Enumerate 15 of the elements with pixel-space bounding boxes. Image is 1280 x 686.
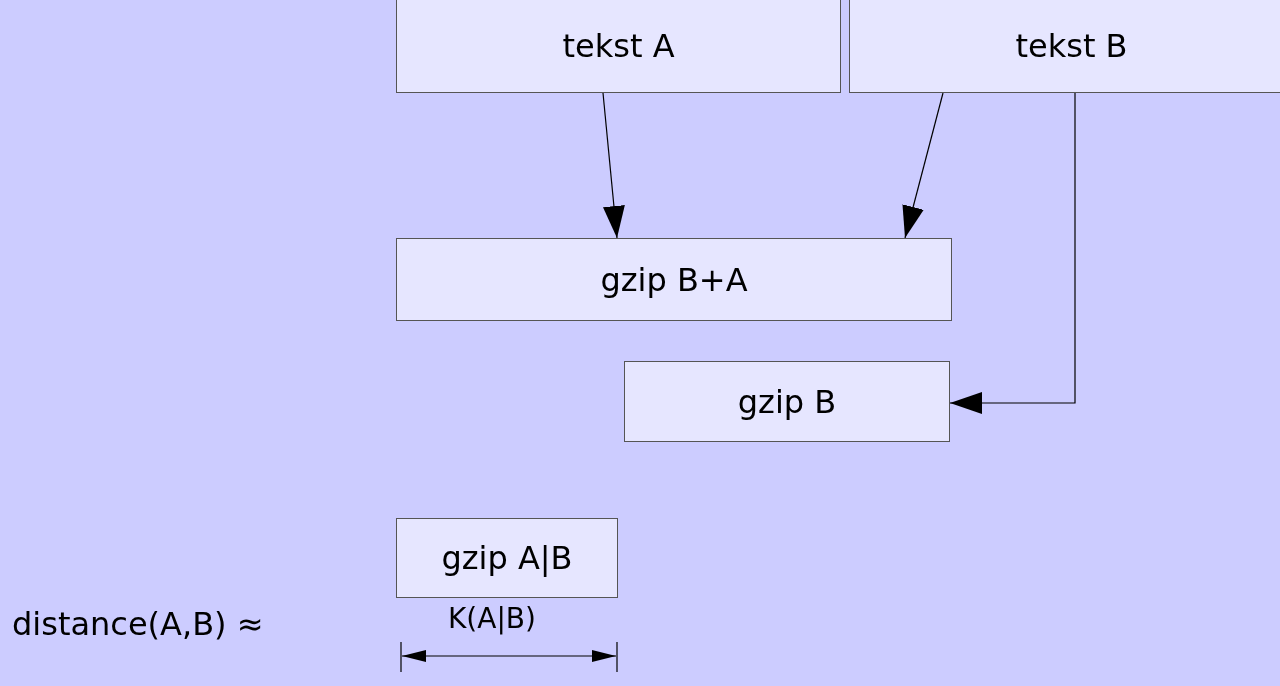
box-label: gzip A|B	[441, 539, 573, 577]
process-box	[396, 0, 841, 93]
arrow	[602, 92, 625, 239]
box-label: tekst A	[562, 27, 675, 65]
box-label: tekst B	[1015, 27, 1128, 65]
box-label: gzip B	[737, 382, 837, 421]
dimension-label: K(A|B)	[448, 602, 536, 635]
process-box	[396, 518, 618, 598]
arrow	[949, 92, 1076, 414]
process-box	[849, 0, 1280, 93]
arrow	[902, 92, 944, 239]
process-box	[624, 361, 950, 442]
box-label: gzip B+A	[600, 260, 748, 299]
process-box	[396, 238, 952, 321]
formula-text: distance(A,B) ≈	[12, 605, 264, 643]
